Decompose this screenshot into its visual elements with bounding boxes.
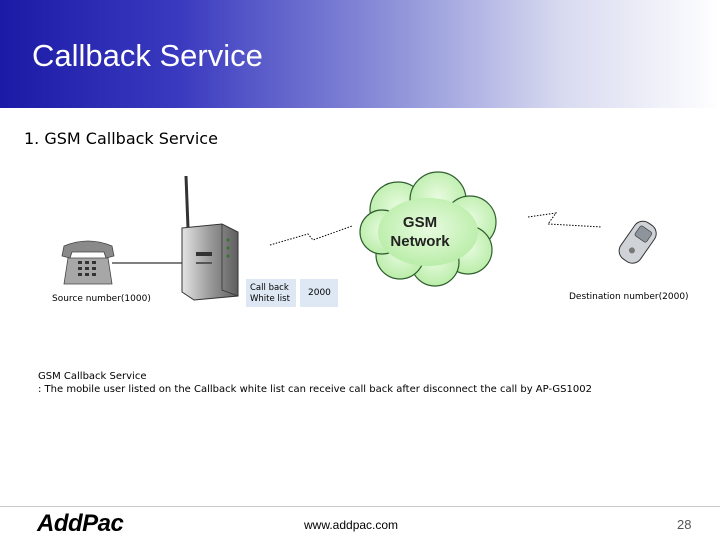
desk-phone-icon xyxy=(61,240,115,285)
mobile-phone-icon xyxy=(618,220,657,264)
page-number: 28 xyxy=(677,517,692,532)
whitelist-label-line1: Call back xyxy=(250,283,289,293)
title-banner: Callback Service xyxy=(0,0,720,108)
whitelist-number-box: 2000 xyxy=(300,279,338,307)
company-logo: AddPac xyxy=(37,510,124,537)
whitelist-label-box: Call back White list xyxy=(246,279,296,307)
destination-number-label: Destination number(2000) xyxy=(569,292,689,302)
gateway-device-icon xyxy=(181,175,239,301)
section-heading: 1. GSM Callback Service xyxy=(24,129,218,148)
antenna-icon xyxy=(184,175,190,229)
footer-url: www.addpac.com xyxy=(304,518,399,532)
wireless-link-left xyxy=(269,225,353,246)
source-number-label: Source number(1000) xyxy=(52,294,151,304)
description-block: GSM Callback Service : The mobile user l… xyxy=(38,370,592,396)
wireless-link-right xyxy=(527,212,603,228)
whitelist-label-line2: White list xyxy=(250,294,290,304)
description-text: : The mobile user listed on the Callback… xyxy=(38,384,592,395)
slide-title: Callback Service xyxy=(32,38,263,73)
cloud-label-gsm: GSM xyxy=(403,214,437,231)
footer-divider xyxy=(0,506,720,507)
gsm-cloud xyxy=(359,171,497,287)
cloud-label-network: Network xyxy=(390,233,450,250)
description-title: GSM Callback Service xyxy=(38,371,147,382)
